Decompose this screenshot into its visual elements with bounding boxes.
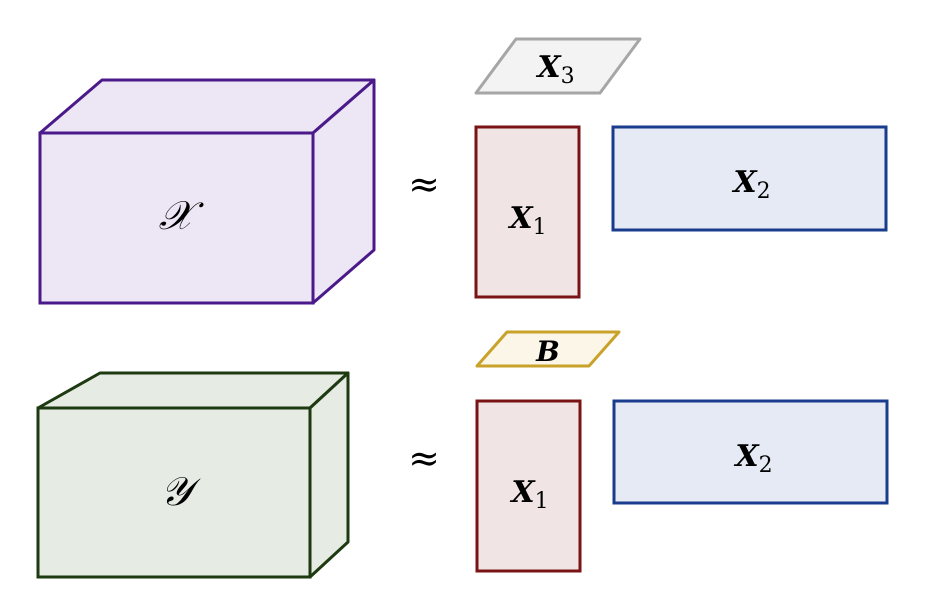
tensor-y-side-face [308, 371, 350, 579]
approx-symbol-top: ≈ [408, 162, 440, 206]
tensor-y-cube: 𝒴 [36, 371, 350, 579]
factor-b: B [475, 330, 621, 368]
tensor-y-front-face [36, 406, 312, 579]
factor-x2-top-shape [611, 125, 888, 232]
factor-x1-top-shape [474, 125, 581, 299]
approx-symbol-bottom: ≈ [408, 436, 440, 480]
factor-x2-bottom: X2 [612, 399, 889, 505]
factor-x2-bottom-label: X2 [733, 439, 772, 478]
factor-x2-top: X2 [611, 125, 888, 232]
tensor-x-cube: 𝒳 [38, 78, 376, 305]
factor-x3-shape [474, 37, 642, 95]
factor-x3-label: X3 [535, 50, 574, 89]
factor-b-shape [475, 330, 621, 368]
factor-x2-top-label: X2 [731, 165, 770, 204]
factor-b-label: B [535, 335, 560, 368]
factor-x1-bottom: X1 [475, 399, 582, 573]
factor-x1-top-label: X1 [507, 201, 546, 240]
factor-x1-bottom-shape [475, 399, 582, 573]
tensor-y-top-face [36, 371, 350, 410]
factor-x1-top: X1 [474, 125, 581, 299]
tensor-x-front-face [38, 131, 315, 305]
factor-x1-bottom-label: X1 [509, 475, 548, 514]
factor-x2-bottom-shape [612, 399, 889, 505]
factor-x3: X3 [474, 37, 642, 95]
